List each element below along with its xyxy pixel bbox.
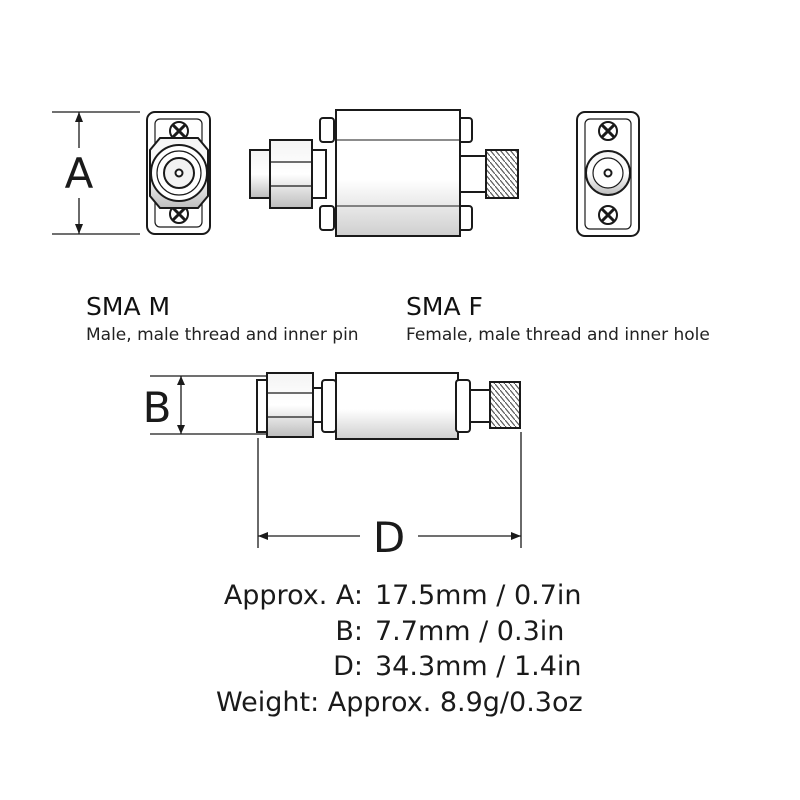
arrowhead <box>177 376 185 385</box>
filter-body <box>335 372 459 440</box>
male-end-view <box>146 111 211 235</box>
male-coupling-nut <box>266 372 314 438</box>
male-coupling-nut <box>269 139 313 209</box>
flange-tab <box>319 117 335 143</box>
weight-label: Weight: <box>216 687 320 718</box>
weight-value: Approx. 8.9g/0.3oz <box>327 687 583 718</box>
female-connector-title: SMA F <box>406 292 483 321</box>
spec-label-d: D: <box>333 651 363 682</box>
center-pin <box>174 168 184 178</box>
spec-value-a: 17.5mm / 0.7in <box>375 580 582 611</box>
arrowhead <box>258 532 268 540</box>
screw-cross-icon <box>600 123 616 139</box>
dimension-label-a: A <box>65 149 94 198</box>
dimension-a: A <box>52 111 140 235</box>
inner-hole <box>603 168 613 178</box>
flange-inner-edge <box>584 118 632 230</box>
screw-cross-icon <box>600 207 616 223</box>
female-collar <box>469 389 491 423</box>
flange-tab <box>321 379 337 433</box>
female-end-view <box>576 111 640 237</box>
dimension-label-b: B <box>143 383 172 432</box>
flange-tab <box>455 379 471 433</box>
female-thread <box>485 149 519 199</box>
dimension-d: D <box>257 432 522 562</box>
weight-line: Weight: Approx. 8.9g/0.3oz <box>216 689 583 716</box>
flange-tab <box>319 205 335 231</box>
male-plug-tip <box>256 379 268 433</box>
male-connector-description: Male, male thread and inner pin <box>86 325 359 345</box>
spec-value-b: 7.7mm / 0.3in <box>375 616 565 647</box>
dimension-b: B <box>143 375 268 435</box>
filter-body <box>335 109 461 237</box>
screw-cross-icon <box>171 206 187 222</box>
spec-label-a: Approx. A: <box>223 580 363 611</box>
male-collar <box>311 149 327 199</box>
female-thread <box>489 381 521 429</box>
dimension-label-d: D <box>373 513 405 562</box>
arrowhead <box>177 425 185 434</box>
male-plug-tip <box>249 149 271 199</box>
spec-label-b: B: <box>335 616 363 647</box>
screw-cross-icon <box>171 123 187 139</box>
side-view-bottom <box>256 372 521 440</box>
arrowhead <box>511 532 521 540</box>
arrowhead <box>75 112 83 122</box>
spec-value-d: 34.3mm / 1.4in <box>375 651 582 682</box>
male-connector-title: SMA M <box>86 292 171 321</box>
female-collar <box>459 155 487 193</box>
side-view-top <box>249 109 519 237</box>
arrowhead <box>75 224 83 234</box>
female-connector-description: Female, male thread and inner hole <box>406 325 710 345</box>
